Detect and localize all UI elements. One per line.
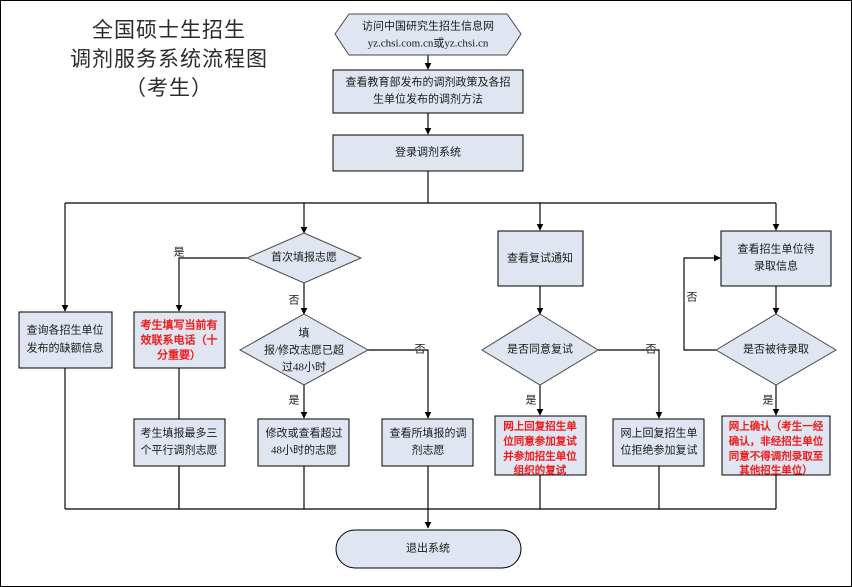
node-agree-interview[interactable]: 是否同意复试 [481,313,599,386]
fill-phone-line-3: 分重要） [157,348,201,362]
title-line-1: 全国硕士生招生 [92,18,246,42]
agree-interview-diamond[interactable] [481,313,599,386]
label-agree-yes: 是 [526,394,537,407]
connector-layer [61,55,780,529]
node-visit-site[interactable]: 访问中国研究生招生信息网 yz.chsi.com.cn或yz.chsi.cn [334,13,522,56]
label-over48-yes: 是 [289,394,300,407]
login-box[interactable] [332,134,524,172]
view-policy-line-1: 查看教育部发布的调剂政策及各招 [346,75,511,89]
node-view-policy[interactable]: 查看教育部发布的调剂政策及各招 生单位发布的调剂方法 [332,69,524,114]
query-vacancy-box[interactable] [18,311,113,369]
exit-system-box[interactable] [335,529,522,569]
view-pending-admission-box[interactable] [720,230,832,287]
edge-label-layer: 是 否 是 否 是 否 是 否 [174,246,774,407]
label-first-apply-no: 否 [289,295,300,307]
label-first-apply-yes: 是 [174,246,185,259]
modify-or-view-line-2: 48小时的志愿 [271,443,337,457]
confirm-online-line-3: 同意不得调剂录取至 [729,449,824,462]
login-label: 登录调剂系统 [395,145,461,159]
over-48h-line-2: 报/修改志愿已超 [264,343,344,357]
node-modify-or-view[interactable]: 修改或查看超过 48小时的志愿 [257,418,350,467]
accept-interview-line-1: 网上回复招生单 [503,419,577,432]
over-48h-line-1: 填 [299,326,310,340]
is-pending-admitted-diamond[interactable] [715,313,837,386]
confirm-online-line-2: 确认，非经招生单位 [729,434,824,447]
node-first-apply[interactable]: 首次填报志愿 [245,232,363,284]
three-parallel-box[interactable] [133,418,226,467]
refuse-interview-line-2: 位拒绝参加复试 [621,443,698,457]
exit-system-label: 退出系统 [406,541,450,555]
visit-site-line-1: 访问中国研究生招生信息网 [362,19,494,33]
edge-agree-no [598,349,663,419]
title-line-2: 调剂服务系统流程图 [70,47,268,71]
node-query-vacancy[interactable]: 查询各招生单位 发布的缺额信息 [18,311,113,369]
view-policy-line-2: 生单位发布的调剂方法 [373,92,483,106]
over-48h-diamond[interactable] [238,313,370,386]
title-line-3: （考生） [125,76,213,100]
node-login[interactable]: 登录调剂系统 [332,134,524,172]
view-policy-box[interactable] [332,69,524,114]
accept-interview-line-2: 位同意参加复试 [503,434,577,447]
node-over-48h[interactable]: 填 报/修改志愿已超 过48小时 [238,313,370,386]
query-vacancy-line-2: 发布的缺额信息 [27,341,104,355]
refuse-interview-box[interactable] [612,418,705,467]
agree-interview-label: 是否同意复试 [507,342,573,356]
fill-phone-line-2: 效联系电话（十 [141,333,218,347]
diagram-title: 全国硕士生招生 调剂服务系统流程图 （考生） [70,18,268,100]
view-filled-box[interactable] [381,418,474,467]
three-parallel-line-1: 考生填报最多三 [141,426,218,440]
refuse-interview-line-1: 网上回复招生单 [621,426,698,440]
view-pending-admission-line-2: 录取信息 [754,259,798,273]
first-apply-diamond[interactable] [245,232,363,284]
query-vacancy-line-1: 查询各招生单位 [27,323,104,337]
fill-phone-box[interactable] [133,311,226,369]
label-agree-no: 否 [646,344,657,356]
view-interview-notice-label: 查看复试通知 [507,251,573,265]
visit-site-line-2: yz.chsi.com.cn或yz.chsi.cn [368,37,489,50]
fill-phone-line-1: 考生填写当前有 [141,318,218,332]
confirm-online-line-1: 网上确认（考生一经 [729,419,824,432]
modify-or-view-box[interactable] [257,418,350,467]
node-view-filled[interactable]: 查看所填报的调 剂志愿 [381,418,474,467]
edge-first-apply-yes [175,257,247,312]
view-filled-line-1: 查看所填报的调 [390,426,467,440]
view-filled-line-2: 剂志愿 [412,443,445,457]
node-fill-phone[interactable]: 考生填写当前有 效联系电话（十 分重要） [133,311,226,369]
accept-interview-line-3: 并参加招生单位 [503,449,577,462]
node-view-pending-admission[interactable]: 查看招生单位待 录取信息 [720,230,832,287]
node-is-pending-admitted[interactable]: 是否被待录取 [715,313,837,386]
node-exit-system[interactable]: 退出系统 [335,529,522,569]
edge-pending-no-loop [683,254,721,351]
label-pending-no: 否 [687,292,698,304]
edge-over48-no [368,349,432,419]
node-three-parallel[interactable]: 考生填报最多三 个平行调剂志愿 [133,418,226,467]
confirm-online-box[interactable] [721,415,831,476]
three-parallel-line-2: 个平行调剂志愿 [141,443,218,457]
first-apply-label: 首次填报志愿 [271,250,337,264]
accept-interview-line-4: 组织的复试 [514,463,567,476]
view-pending-admission-line-1: 查看招生单位待 [738,242,815,256]
label-over48-no: 否 [415,344,426,356]
modify-or-view-line-1: 修改或查看超过 [266,426,343,440]
label-pending-yes: 是 [763,394,774,407]
is-pending-admitted-label: 是否被待录取 [743,342,809,356]
node-refuse-interview[interactable]: 网上回复招生单 位拒绝参加复试 [612,418,705,467]
over-48h-line-3: 过48小时 [282,361,326,374]
accept-interview-box[interactable] [494,415,587,476]
confirm-online-line-4: 其他招生单位） [739,463,813,476]
node-confirm-online[interactable]: 网上确认（考生一经 确认，非经招生单位 同意不得调剂录取至 其他招生单位） [721,415,831,476]
node-view-interview-notice[interactable]: 查看复试通知 [497,230,584,287]
view-interview-notice-box[interactable] [497,230,584,287]
visit-site-hexagon[interactable] [334,13,522,56]
node-accept-interview[interactable]: 网上回复招生单 位同意参加复试 并参加招生单位 组织的复试 [494,415,587,476]
